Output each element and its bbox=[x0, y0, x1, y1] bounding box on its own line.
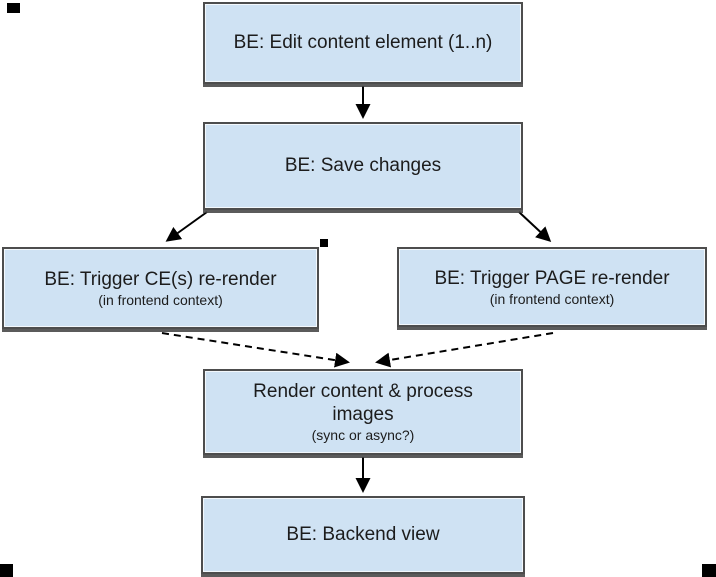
node-label: BE: Trigger PAGE re-render bbox=[434, 267, 670, 289]
node-sublabel: (sync or async?) bbox=[311, 427, 415, 444]
node-trigger-page-rerender: BE: Trigger PAGE re-render (in frontend … bbox=[397, 247, 707, 327]
screenshot-artifact-bottom-right bbox=[702, 564, 716, 577]
node-save-changes: BE: Save changes bbox=[203, 122, 523, 210]
node-edit-content-element: BE: Edit content element (1..n) bbox=[203, 2, 523, 84]
screenshot-artifact-bottom-left bbox=[0, 564, 13, 577]
edge-trigger-ce-to-render bbox=[161, 332, 350, 368]
node-label: Render content & process images bbox=[253, 380, 473, 426]
edge-save-to-trigger-ce bbox=[165, 211, 208, 242]
edge-trigger-page-to-render bbox=[375, 332, 554, 368]
node-label: BE: Edit content element (1..n) bbox=[233, 32, 493, 54]
node-sublabel: (in frontend context) bbox=[489, 290, 615, 307]
node-label: BE: Save changes bbox=[284, 155, 442, 177]
node-render-content: Render content & process images (sync or… bbox=[203, 369, 523, 455]
node-label: BE: Trigger CE(s) re-render bbox=[44, 268, 277, 290]
screenshot-artifact-near-trigger-ce bbox=[320, 239, 328, 247]
node-label: BE: Backend view bbox=[286, 524, 440, 546]
node-trigger-ce-rerender: BE: Trigger CE(s) re-render (in frontend… bbox=[2, 247, 319, 329]
node-sublabel: (in frontend context) bbox=[98, 291, 223, 308]
screenshot-artifact-top-left bbox=[7, 3, 20, 13]
node-backend-view: BE: Backend view bbox=[201, 496, 525, 574]
edge-save-to-trigger-page bbox=[518, 211, 552, 243]
